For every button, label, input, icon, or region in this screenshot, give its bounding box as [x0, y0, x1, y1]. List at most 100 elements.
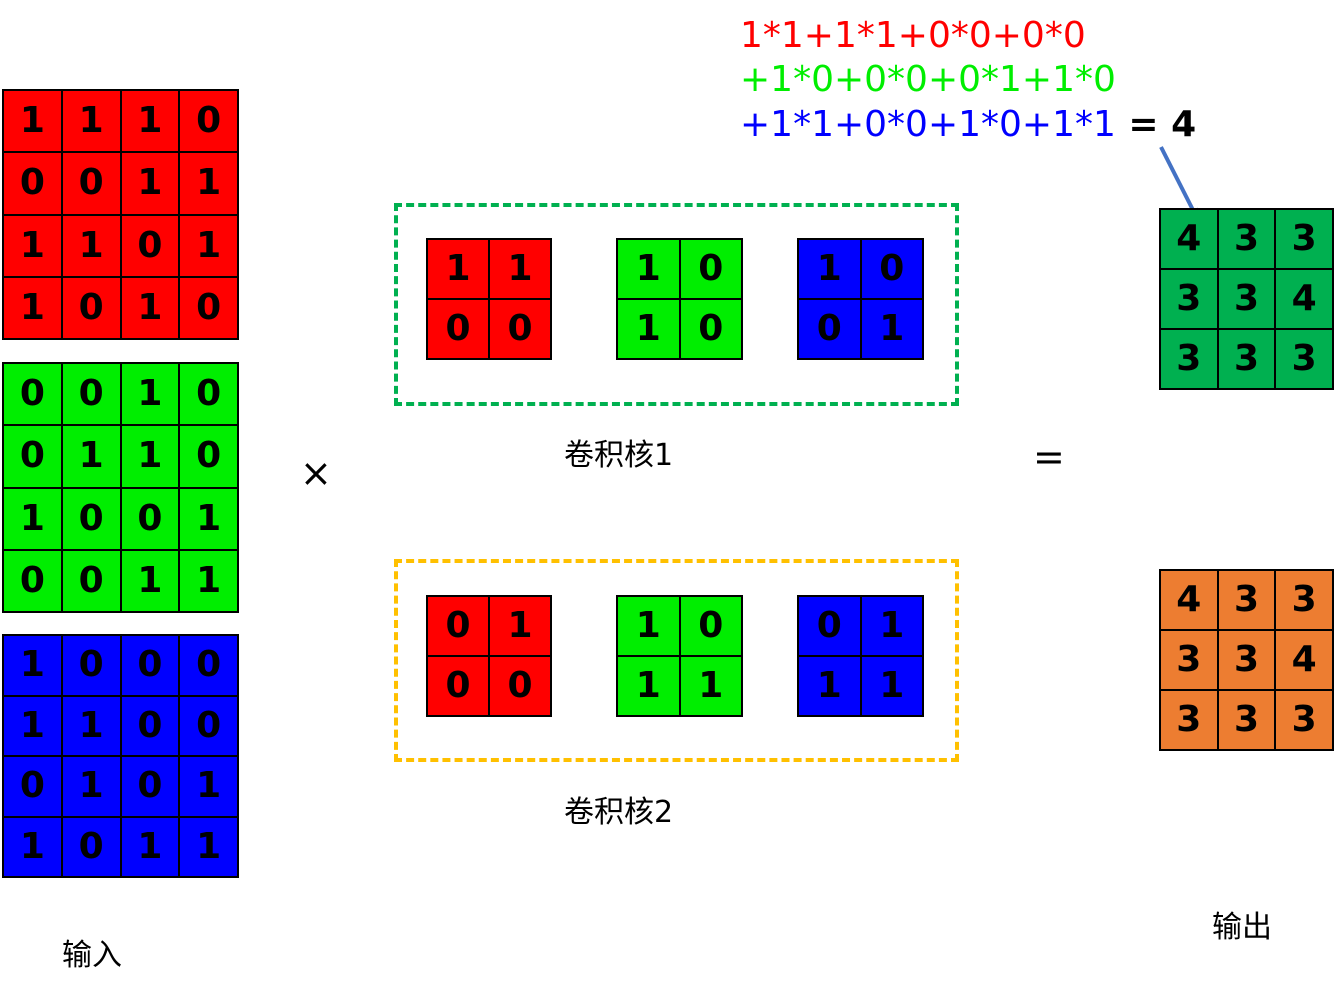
matrix-cell: 3: [1276, 330, 1332, 388]
matrix-cell: 3: [1218, 330, 1275, 388]
matrix-cell: 0: [680, 597, 741, 655]
matrix-cell: 1: [121, 153, 179, 214]
matrix-cell: 1: [618, 657, 679, 715]
matrix-cell: 0: [180, 364, 237, 425]
formula-line-blue: +1*1+0*0+1*0+1*1 = 4: [740, 107, 1196, 143]
matrix-cell: 0: [62, 364, 120, 425]
matrix-cell: 1: [121, 550, 179, 611]
matrix-cell: 3: [1161, 270, 1217, 328]
matrix-cell: 1: [180, 550, 237, 611]
matrix-cell: 3: [1161, 631, 1217, 689]
matrix-cell: 1: [180, 757, 237, 816]
matrix-cell: 1: [428, 240, 488, 298]
matrix-cell: 0: [62, 636, 120, 695]
matrix-cell: 1: [4, 215, 61, 276]
matrix-cell: 4: [1161, 571, 1217, 629]
matrix-cell: 1: [180, 817, 237, 876]
equals-operator: =: [1033, 435, 1065, 479]
formula-line-blue-terms: +1*1+0*0+1*0+1*1: [740, 104, 1116, 145]
matrix-cell: 1: [4, 817, 61, 876]
matrix-cell: 3: [1161, 691, 1217, 749]
matrix-cell: 0: [490, 300, 550, 358]
matrix-cell: 1: [861, 597, 922, 655]
formula-result: = 4: [1115, 104, 1197, 145]
matrix-cell: 1: [62, 696, 120, 755]
matrix-cell: 0: [4, 757, 61, 816]
matrix-cell: 0: [428, 300, 488, 358]
matrix-cell: 1: [618, 597, 679, 655]
matrix-cell: 0: [180, 91, 237, 152]
matrix-cell: 0: [121, 757, 179, 816]
output-label: 输出: [1212, 910, 1272, 945]
matrix-cell: 0: [4, 426, 61, 487]
matrix-cell: 0: [680, 240, 741, 298]
matrix-cell: 1: [799, 240, 860, 298]
matrix-cell: 0: [121, 488, 179, 549]
matrix-cell: 1: [490, 597, 550, 655]
matrix-cell: 0: [180, 426, 237, 487]
matrix-cell: 0: [121, 215, 179, 276]
matrix-cell: 1: [180, 153, 237, 214]
matrix-cell: 4: [1276, 631, 1332, 689]
matrix-cell: 0: [62, 153, 120, 214]
matrix-cell: 1: [62, 215, 120, 276]
kernel1-box: [394, 203, 959, 406]
formula-line-green: +1*0+0*0+0*1+1*0: [740, 59, 1116, 100]
matrix-cell: 0: [180, 696, 237, 755]
matrix-cell: 1: [618, 240, 679, 298]
matrix-cell: 1: [4, 636, 61, 695]
matrix-cell: 3: [1276, 571, 1332, 629]
matrix-cell: 1: [4, 91, 61, 152]
matrix-cell: 3: [1218, 571, 1275, 629]
matrix-cell: 1: [121, 277, 179, 338]
matrix-cell: 3: [1218, 210, 1275, 268]
matrix-cell: 1: [62, 426, 120, 487]
matrix-cell: 0: [680, 300, 741, 358]
kernel2-label: 卷积核2: [564, 795, 674, 830]
matrix-cell: 0: [490, 657, 550, 715]
kernel1-label: 卷积核1: [564, 438, 674, 473]
matrix-cell: 1: [4, 277, 61, 338]
matrix-cell: 1: [799, 657, 860, 715]
matrix-cell: 3: [1276, 210, 1332, 268]
matrix-cell: 1: [62, 757, 120, 816]
matrix-cell: 0: [799, 300, 860, 358]
matrix-cell: 0: [121, 696, 179, 755]
formula-line-red: 1*1+1*1+0*0+0*0: [740, 15, 1086, 56]
matrix-cell: 0: [62, 488, 120, 549]
matrix-cell: 1: [62, 91, 120, 152]
matrix-cell: 0: [4, 550, 61, 611]
matrix-cell: 0: [861, 240, 922, 298]
matrix-cell: 0: [428, 657, 488, 715]
matrix-cell: 1: [121, 364, 179, 425]
matrix-cell: 0: [180, 636, 237, 695]
matrix-cell: 0: [180, 277, 237, 338]
matrix-cell: 3: [1161, 330, 1217, 388]
matrix-cell: 0: [62, 817, 120, 876]
matrix-cell: 1: [861, 657, 922, 715]
matrix-cell: 1: [4, 488, 61, 549]
matrix-cell: 0: [4, 153, 61, 214]
kernel2-box: [394, 559, 959, 762]
matrix-cell: 3: [1218, 270, 1275, 328]
matrix-cell: 1: [121, 426, 179, 487]
matrix-cell: 0: [799, 597, 860, 655]
matrix-cell: 4: [1161, 210, 1217, 268]
matrix-cell: 1: [180, 488, 237, 549]
matrix-cell: 0: [4, 364, 61, 425]
times-operator: ×: [300, 451, 332, 495]
matrix-cell: 4: [1276, 270, 1332, 328]
matrix-cell: 1: [618, 300, 679, 358]
matrix-cell: 1: [121, 817, 179, 876]
matrix-cell: 3: [1218, 691, 1275, 749]
